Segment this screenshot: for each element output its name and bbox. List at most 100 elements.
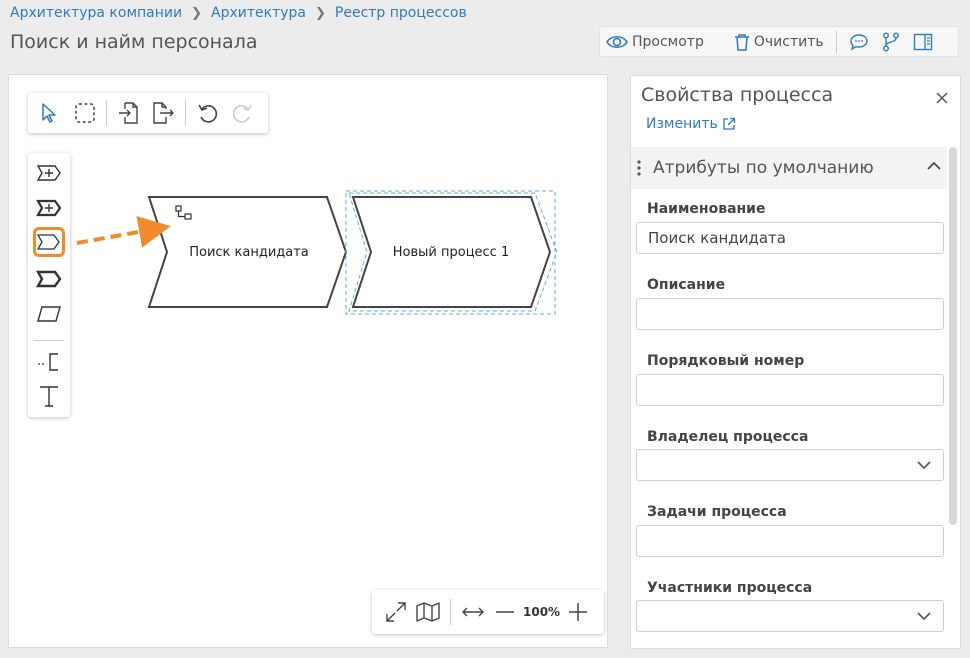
process-plus-icon bbox=[36, 165, 61, 181]
vertical-dots-icon[interactable] bbox=[637, 160, 641, 176]
parallelogram-icon bbox=[37, 306, 61, 322]
field-label-process-tasks: Задачи процесса bbox=[647, 504, 787, 520]
shape-tool-connector[interactable] bbox=[33, 347, 65, 377]
toolbar-divider bbox=[450, 599, 451, 625]
page-title: Поиск и найм персонала bbox=[10, 31, 258, 53]
select-tool-button[interactable] bbox=[34, 98, 64, 128]
git-branch-icon bbox=[882, 32, 899, 51]
chevron-down-icon bbox=[917, 461, 931, 470]
palette-divider bbox=[34, 340, 64, 341]
dashed-rectangle-icon bbox=[75, 103, 95, 123]
order-number-field[interactable] bbox=[636, 374, 944, 406]
process-bold-chevron-icon bbox=[36, 270, 62, 288]
chevron-right-icon: ❯ bbox=[315, 5, 326, 21]
map-icon bbox=[416, 602, 440, 622]
chevron-down-icon bbox=[917, 612, 931, 621]
diagram-canvas[interactable]: Поиск кандидата Новый процесс 1 100% bbox=[8, 74, 608, 648]
breadcrumb-item-company-architecture[interactable]: Архитектура компании bbox=[10, 5, 183, 21]
connector-bracket-icon bbox=[38, 353, 58, 371]
cursor-arrow-icon bbox=[42, 103, 56, 123]
field-label-name: Наименование bbox=[647, 201, 766, 217]
process-chevron-icon bbox=[37, 234, 60, 250]
redo-icon bbox=[232, 104, 252, 123]
name-field[interactable]: Поиск кандидата bbox=[636, 222, 944, 254]
panel-scrollbar[interactable] bbox=[949, 147, 957, 525]
field-label-order-number: Порядковый номер bbox=[647, 353, 805, 369]
minimap-button[interactable] bbox=[412, 596, 444, 628]
field-label-description: Описание bbox=[647, 277, 726, 293]
zoom-level: 100% bbox=[523, 605, 561, 619]
header-toolbar: Просмотр Очистить bbox=[599, 26, 959, 57]
comments-button[interactable] bbox=[843, 27, 875, 56]
undo-icon bbox=[198, 104, 218, 123]
edit-link-label: Изменить bbox=[646, 116, 718, 132]
undo-button[interactable] bbox=[192, 98, 222, 128]
fit-width-button[interactable] bbox=[457, 596, 489, 628]
process-label: Новый процесс 1 bbox=[392, 245, 510, 260]
subprocess-plus-icon bbox=[36, 199, 62, 217]
fullscreen-button[interactable] bbox=[380, 596, 412, 628]
minus-icon bbox=[496, 611, 514, 613]
edit-link[interactable]: Изменить bbox=[646, 116, 736, 132]
external-link-icon bbox=[723, 117, 735, 130]
breadcrumb-item-process-registry[interactable]: Реестр процессов bbox=[334, 5, 467, 21]
selection-outline bbox=[348, 192, 558, 312]
shape-tool-parallelogram[interactable] bbox=[33, 299, 65, 329]
versions-button[interactable] bbox=[875, 27, 907, 56]
breadcrumb-item-architecture[interactable]: Архитектура bbox=[211, 5, 306, 21]
canvas-top-toolbar bbox=[28, 93, 268, 133]
toolbar-divider bbox=[106, 100, 107, 126]
redo-button[interactable] bbox=[228, 98, 258, 128]
plus-icon bbox=[569, 603, 588, 621]
field-label-process-participants: Участники процесса bbox=[647, 580, 813, 596]
zoom-out-button[interactable] bbox=[489, 596, 521, 628]
chevron-right-icon: ❯ bbox=[191, 5, 203, 21]
panel-title: Свойства процесса bbox=[641, 84, 834, 106]
diagram-surface bbox=[76, 190, 558, 315]
drag-hint-arrow bbox=[76, 216, 171, 248]
eye-icon bbox=[606, 35, 628, 48]
shape-tool-subprocess-add[interactable] bbox=[33, 193, 65, 223]
process-participants-select[interactable] bbox=[636, 600, 944, 632]
shape-tool-process-bold[interactable] bbox=[33, 264, 65, 294]
import-button[interactable] bbox=[113, 98, 143, 128]
shape-tool-text[interactable] bbox=[33, 381, 65, 411]
toolbar-divider bbox=[185, 100, 186, 126]
export-button[interactable] bbox=[149, 98, 179, 128]
trash-icon bbox=[734, 33, 749, 51]
process-owner-select[interactable] bbox=[636, 449, 944, 481]
clear-label: Очистить bbox=[753, 33, 824, 50]
field-label-process-owner: Владелец процесса bbox=[647, 429, 809, 445]
process-shape-search-candidate[interactable] bbox=[147, 196, 348, 308]
sidebar-panel-icon bbox=[913, 33, 932, 50]
shape-tool-process[interactable] bbox=[33, 227, 65, 257]
chat-bubble-icon bbox=[849, 33, 868, 51]
toolbar-divider bbox=[835, 30, 837, 53]
zoom-in-button[interactable] bbox=[562, 596, 594, 628]
description-field[interactable] bbox=[636, 298, 944, 330]
subprocess-link-icon[interactable] bbox=[175, 205, 192, 220]
shape-tool-process-add[interactable] bbox=[33, 158, 65, 188]
preview-button[interactable]: Просмотр bbox=[600, 27, 710, 56]
preview-label: Просмотр bbox=[632, 33, 704, 50]
process-shape-new-process[interactable] bbox=[351, 196, 552, 308]
properties-panel: Свойства процесса Изменить Атрибуты по у… bbox=[630, 75, 961, 649]
chevron-up-icon[interactable] bbox=[927, 161, 941, 171]
toggle-panel-button[interactable] bbox=[907, 27, 939, 56]
file-export-icon bbox=[153, 102, 174, 124]
process-tasks-field[interactable] bbox=[636, 525, 944, 557]
selection-box bbox=[345, 190, 556, 315]
section-title: Атрибуты по умолчанию bbox=[653, 158, 874, 178]
clear-button[interactable]: Очистить bbox=[728, 27, 830, 56]
section-header[interactable]: Атрибуты по умолчанию bbox=[631, 147, 947, 189]
shape-palette bbox=[28, 153, 70, 417]
file-import-icon bbox=[119, 102, 138, 124]
breadcrumb: Архитектура компании ❯ Архитектура ❯ Рее… bbox=[10, 5, 467, 21]
text-tool-icon bbox=[40, 386, 58, 407]
lasso-select-tool-button[interactable] bbox=[70, 98, 100, 128]
close-panel-button[interactable] bbox=[932, 88, 952, 108]
close-icon bbox=[936, 92, 948, 104]
zoom-toolbar: 100% bbox=[372, 590, 604, 634]
horizontal-arrows-icon bbox=[462, 607, 484, 617]
process-label: Поиск кандидата bbox=[189, 245, 309, 260]
